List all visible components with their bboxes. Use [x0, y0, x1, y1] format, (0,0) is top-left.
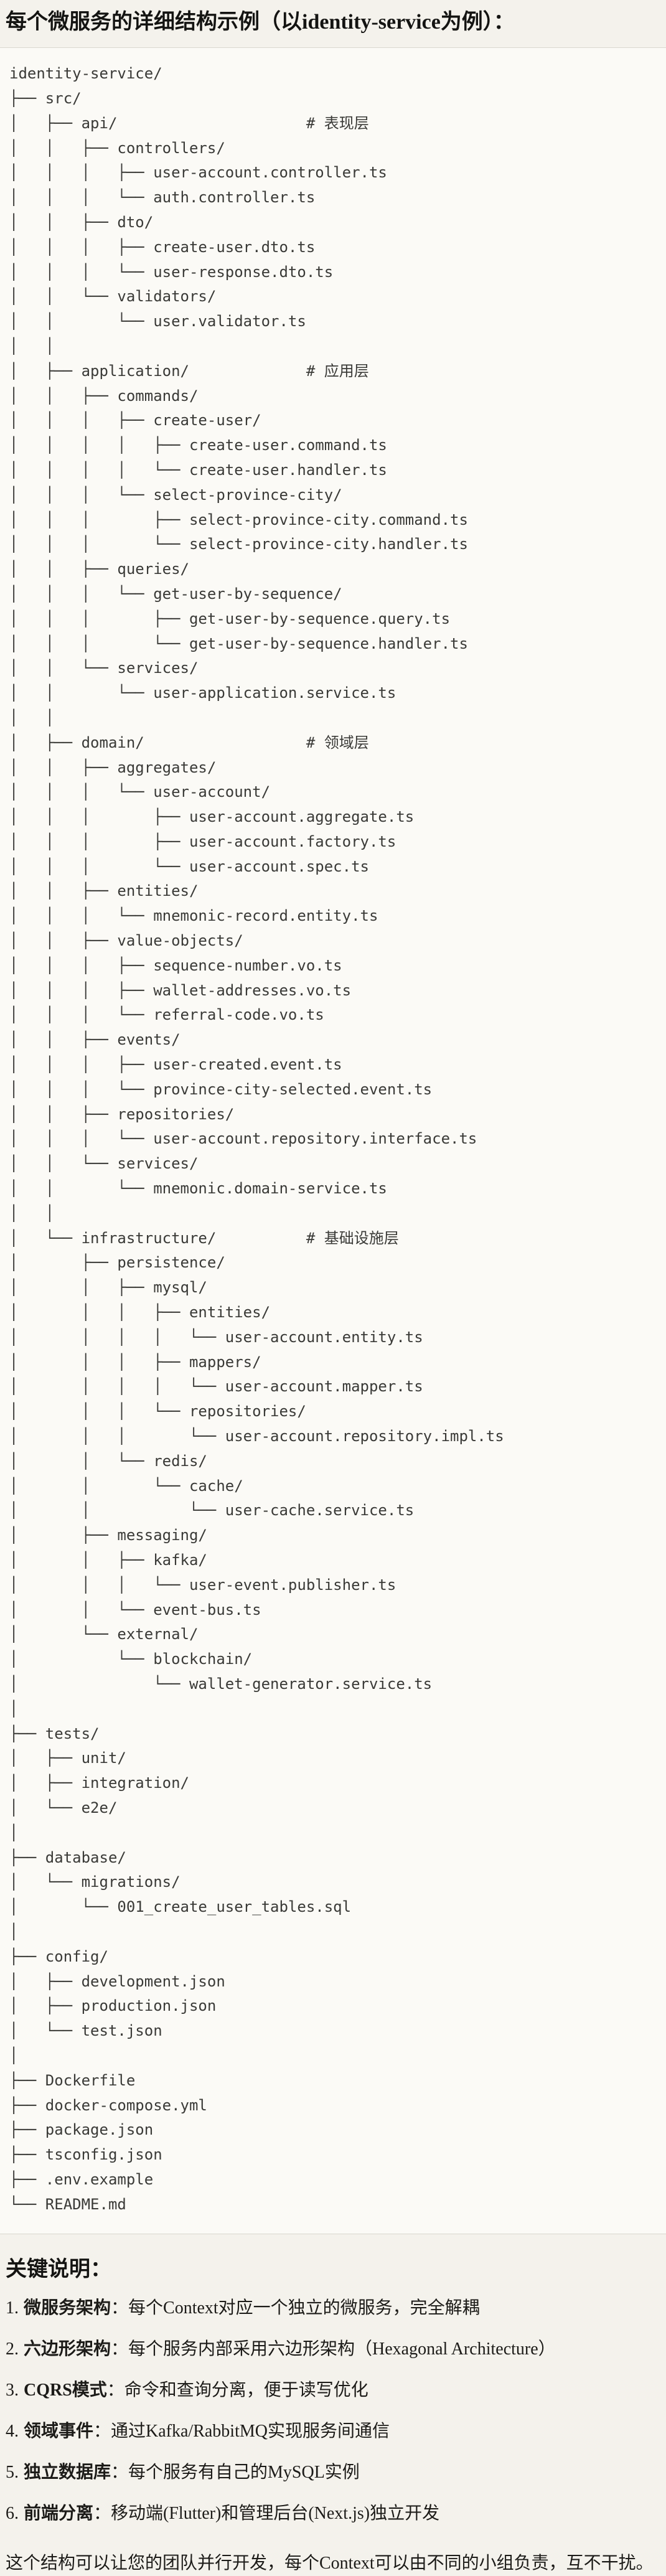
- notes-heading: 关键说明：: [6, 2257, 111, 2281]
- note-number: 5.: [6, 2462, 19, 2482]
- page-title: 每个微服务的详细结构示例（以identity-service为例）：: [6, 11, 515, 34]
- note-text: ：通过Kafka/RabbitMQ实现服务间通信: [93, 2421, 390, 2441]
- note-content: 前端分离：移动端(Flutter)和管理后台(Next.js)独立开发: [24, 2501, 439, 2526]
- note-label: 六边形架构: [24, 2339, 111, 2359]
- notes-footer: 这个结构可以让您的团队并行开发，每个Context可以由不同的小组负责，互不干扰…: [6, 2553, 654, 2573]
- note-content: CQRS模式：命令和查询分离，便于读写优化: [24, 2378, 368, 2403]
- note-number: 2.: [6, 2339, 19, 2359]
- note-label: CQRS模式: [24, 2380, 107, 2400]
- note-item: 4.领域事件：通过Kafka/RabbitMQ实现服务间通信: [6, 2419, 656, 2444]
- note-content: 独立数据库：每个服务有自己的MySQL实例: [24, 2460, 360, 2485]
- note-item: 1.微服务架构：每个Context对应一个独立的微服务，完全解耦: [6, 2296, 656, 2321]
- note-item: 5.独立数据库：每个服务有自己的MySQL实例: [6, 2460, 656, 2485]
- note-text: ：每个服务内部采用六边形架构（Hexagonal Architecture）: [111, 2339, 556, 2359]
- note-content: 微服务架构：每个Context对应一个独立的微服务，完全解耦: [24, 2296, 480, 2321]
- note-label: 微服务架构: [24, 2298, 111, 2318]
- file-tree: identity-service/ ├── src/ │ ├── api/ # …: [9, 65, 504, 2213]
- note-text: ：每个Context对应一个独立的微服务，完全解耦: [111, 2298, 480, 2318]
- note-item: 6.前端分离：移动端(Flutter)和管理后台(Next.js)独立开发: [6, 2501, 656, 2526]
- note-number: 3.: [6, 2380, 19, 2400]
- note-content: 领域事件：通过Kafka/RabbitMQ实现服务间通信: [24, 2419, 390, 2444]
- note-content: 六边形架构：每个服务内部采用六边形架构（Hexagonal Architectu…: [24, 2337, 556, 2362]
- note-number: 6.: [6, 2503, 19, 2523]
- note-label: 独立数据库: [24, 2462, 111, 2482]
- note-label: 前端分离: [24, 2503, 94, 2523]
- note-text: ：每个服务有自己的MySQL实例: [111, 2462, 360, 2482]
- file-tree-block: identity-service/ ├── src/ │ ├── api/ # …: [0, 47, 666, 2234]
- note-item: 3.CQRS模式：命令和查询分离，便于读写优化: [6, 2378, 656, 2403]
- note-text: ：命令和查询分离，便于读写优化: [106, 2380, 368, 2400]
- note-number: 4.: [6, 2421, 19, 2441]
- note-item: 2.六边形架构：每个服务内部采用六边形架构（Hexagonal Architec…: [6, 2337, 656, 2362]
- note-number: 1.: [6, 2298, 19, 2318]
- note-text: ：移动端(Flutter)和管理后台(Next.js)独立开发: [93, 2503, 440, 2523]
- note-label: 领域事件: [24, 2421, 94, 2441]
